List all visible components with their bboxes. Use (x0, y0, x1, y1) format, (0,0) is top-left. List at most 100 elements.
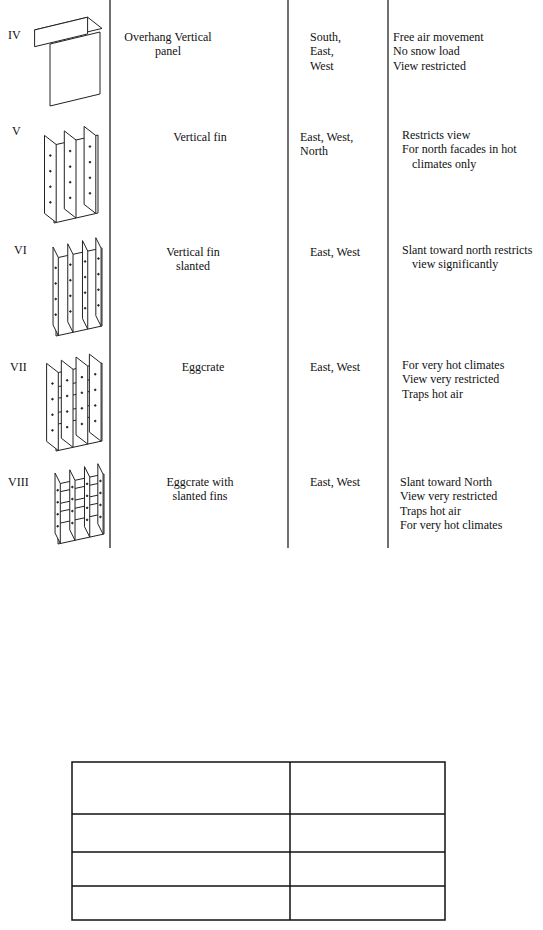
fin-dot (70, 311, 72, 313)
note: Slant toward north restricts view signif… (402, 243, 538, 272)
fin-dot (81, 423, 83, 425)
fin-dot (84, 261, 86, 263)
fin (84, 126, 96, 213)
fin-dot (52, 398, 54, 400)
fin-dot (72, 510, 74, 512)
note-group: For very hot climatesView very restricte… (402, 358, 538, 401)
fin-dot (89, 161, 91, 163)
fin-dot (57, 513, 59, 515)
fin-dot (98, 273, 100, 275)
fin-dot (81, 392, 83, 394)
fin-dot (52, 383, 54, 385)
fin-dot (72, 486, 74, 488)
fin-dot (55, 298, 57, 300)
fin-dot (94, 373, 96, 375)
orientation: East, West, North (300, 130, 374, 159)
fin-dot (66, 395, 68, 397)
fin-dot (81, 408, 83, 410)
fin-dot (72, 522, 74, 524)
note-group: Slant toward north restricts view signif… (402, 243, 538, 272)
fin-dot (98, 289, 100, 291)
fin-dot (50, 170, 52, 172)
shading-sketches (35, 17, 104, 544)
note: Slant toward North (400, 475, 538, 489)
fin-dot (57, 501, 59, 503)
fin-dot (66, 426, 68, 428)
device-name: Overhang Vertical panel (122, 30, 214, 59)
fin-dot (70, 264, 72, 266)
note: For very hot climates (402, 358, 538, 372)
orientation: East, West (310, 360, 386, 374)
vertical-panel (35, 17, 88, 46)
fin-dot (57, 525, 59, 527)
table-rule (72, 813, 445, 815)
fin-dot (50, 186, 52, 188)
fin-dot (94, 420, 96, 422)
fin-dot (69, 197, 71, 199)
fin (96, 238, 101, 327)
column-rule (287, 0, 288, 548)
fin-dot (81, 376, 83, 378)
row-numeral: VI (14, 243, 46, 257)
note: Traps hot air (402, 387, 538, 401)
device-name-group: Overhang Vertical panel (122, 30, 214, 59)
fin-dot (84, 276, 86, 278)
note: For very hot climates (400, 518, 538, 532)
fin-dot (55, 283, 57, 285)
wall-panel (58, 474, 104, 544)
column-rule (387, 0, 388, 548)
orientation: South, East, West (310, 30, 358, 73)
fin (45, 135, 57, 222)
device-name: Eggcrate (160, 360, 246, 374)
fin-dot (72, 498, 74, 500)
orientation-group: East, West, North (300, 130, 374, 159)
fin-dot (98, 305, 100, 307)
fin (55, 473, 60, 544)
note: No snow load (393, 44, 538, 58)
wall-panel (50, 32, 100, 106)
orientation-group: East, West (310, 475, 386, 489)
note: View restricted (393, 59, 538, 73)
orientation: East, West (310, 245, 386, 259)
fin (64, 131, 76, 218)
wall-panel (56, 248, 102, 336)
fin-dot (100, 492, 102, 494)
device-name: Eggcrate with slanted fins (150, 475, 250, 504)
note: For north facades in hot climates only (402, 142, 538, 171)
device-name: Vertical fin (150, 130, 250, 144)
fin-dot (70, 279, 72, 281)
fin-dot (70, 295, 72, 297)
fin-dot (94, 405, 96, 407)
orientation-group: South, East, West (310, 30, 358, 73)
row-numeral: VIII (8, 475, 44, 489)
fin-dot (98, 258, 100, 260)
fin-dot (55, 314, 57, 316)
row-numeral: IV (8, 28, 40, 42)
fin-dot (100, 480, 102, 482)
note: Traps hot air (400, 504, 538, 518)
column-rule (109, 0, 110, 548)
row-numeral-group: VIII (8, 475, 44, 489)
fin-dot (55, 267, 57, 269)
fin (47, 363, 59, 450)
note-group: Slant toward NorthView very restrictedTr… (400, 475, 538, 533)
fin-dot (69, 150, 71, 152)
row-numeral-group: VII (10, 360, 42, 374)
device-name-group: Eggcrate with slanted fins (150, 475, 250, 504)
table-rule (289, 762, 291, 920)
column-rules (110, 0, 388, 548)
fin-dot (66, 411, 68, 413)
row-numeral: VII (10, 360, 42, 374)
fin (61, 360, 73, 447)
device-name-group: Vertical fin (150, 130, 250, 144)
fin-dot (86, 519, 88, 521)
note-group: Restricts viewFor north facades in hot c… (402, 128, 538, 171)
fin (82, 241, 87, 330)
orientation-group: East, West (310, 360, 386, 374)
fin-dot (52, 414, 54, 416)
fin-dot (57, 489, 59, 491)
fin (76, 357, 88, 444)
fin-dot (84, 307, 86, 309)
table-border (72, 762, 445, 920)
